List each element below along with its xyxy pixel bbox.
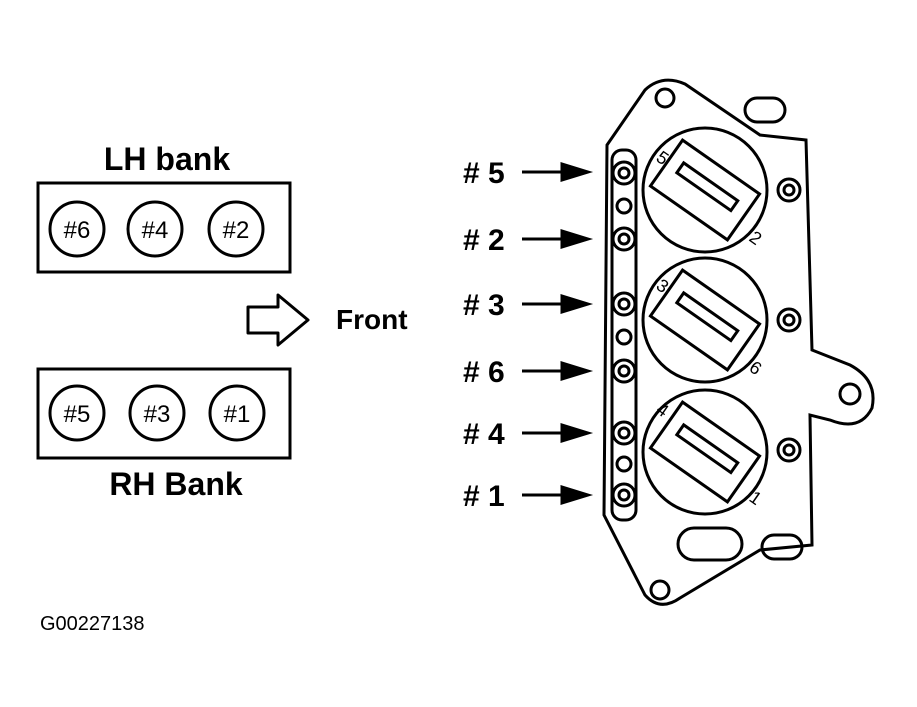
lh-cylinder-label: #2: [223, 217, 250, 244]
lh-cylinder-circle: [207, 200, 265, 258]
lh-cylinder-label: #4: [142, 217, 169, 244]
coil-unit: [641, 126, 769, 254]
terminal: [611, 160, 637, 186]
slot: [676, 526, 744, 562]
wire-label: # 3: [463, 289, 505, 322]
bolt: [776, 437, 802, 463]
mount-hole: [649, 579, 671, 601]
rh-bank-title: RH Bank: [109, 466, 243, 502]
terminal-strip: [610, 148, 638, 522]
lh-cylinder-label: #6: [64, 217, 91, 244]
front-arrow-icon: [246, 293, 310, 347]
mount-hole: [654, 87, 676, 109]
lh-cylinder-circle: [126, 200, 184, 258]
terminal: [611, 358, 637, 384]
terminal: [615, 328, 633, 346]
figure-code: G00227138: [40, 613, 145, 635]
wire-arrow-icon: [522, 484, 594, 506]
terminal: [615, 455, 633, 473]
wire-arrow-icon: [522, 360, 594, 382]
wire-label: # 1: [463, 480, 505, 513]
bolt: [776, 307, 802, 333]
slot: [743, 96, 787, 124]
rh-cylinder-label: #3: [144, 401, 171, 428]
wire-label: # 5: [463, 157, 505, 190]
wire-label: # 4: [463, 418, 505, 451]
terminal: [611, 420, 637, 446]
rh-cylinder-circle: [128, 384, 186, 442]
lh-cylinder-circle: [48, 200, 106, 258]
wire-arrow-icon: [522, 293, 594, 315]
wire-arrows: [522, 161, 594, 506]
lh-bank-title: LH bank: [104, 141, 230, 177]
lh-bank-box: [36, 181, 292, 274]
rh-bank-box: [36, 367, 292, 460]
wire-label: # 2: [463, 224, 505, 257]
coil-unit: [641, 388, 769, 516]
terminal: [611, 226, 637, 252]
terminal: [615, 197, 633, 215]
rh-cylinder-circle: [208, 384, 266, 442]
wire-arrow-icon: [522, 228, 594, 250]
mount-hole: [838, 382, 862, 406]
slot: [760, 533, 804, 561]
rh-cylinder-label: #5: [64, 401, 91, 428]
coil-unit: [641, 256, 769, 384]
terminal: [611, 291, 637, 317]
wire-arrow-icon: [522, 161, 594, 183]
front-label: Front: [336, 304, 408, 335]
terminal: [611, 482, 637, 508]
wire-arrow-icon: [522, 422, 594, 444]
wire-label-group: # 5 # 2 # 3 # 6 # 4 # 1: [463, 157, 505, 513]
wire-label: # 6: [463, 356, 505, 389]
rh-cylinder-circle: [48, 384, 106, 442]
bolt: [776, 177, 802, 203]
rh-cylinder-label: #1: [224, 401, 251, 428]
